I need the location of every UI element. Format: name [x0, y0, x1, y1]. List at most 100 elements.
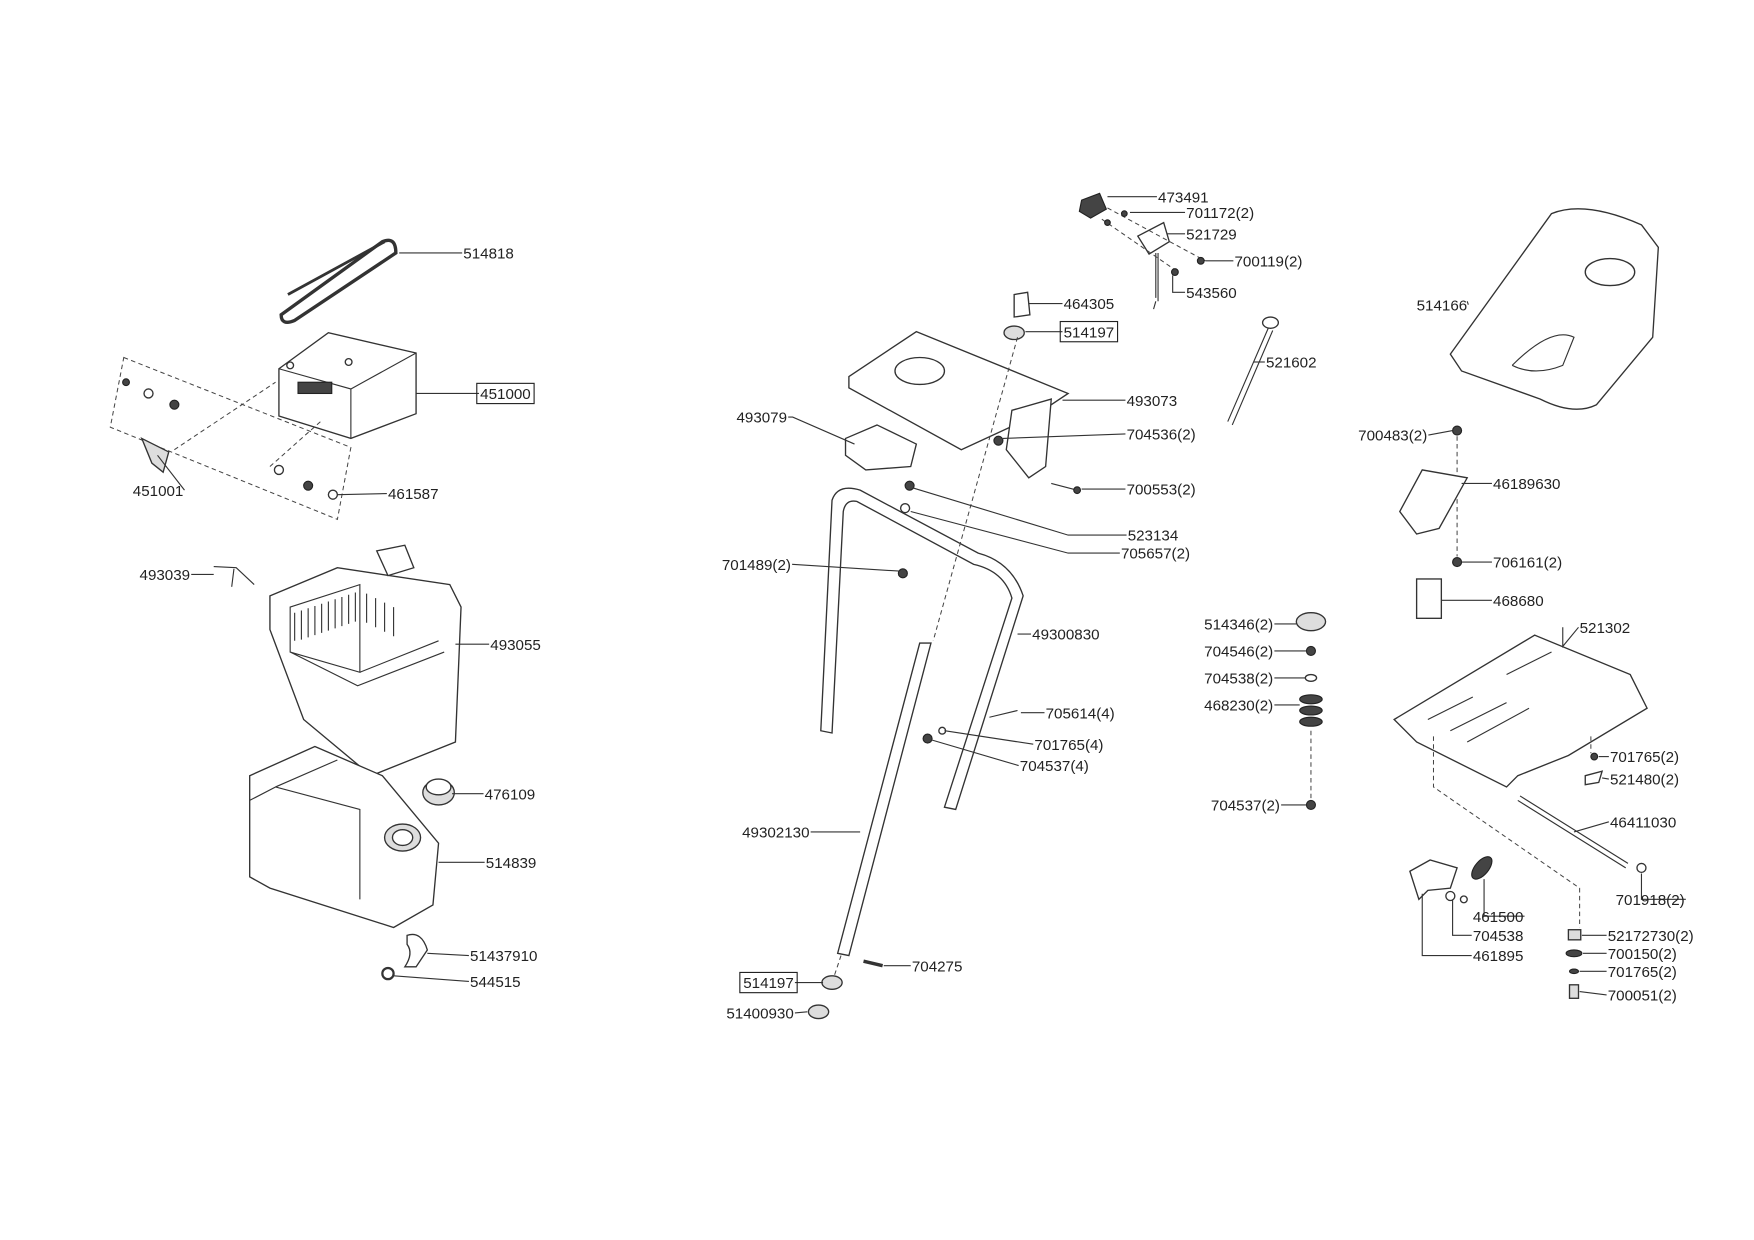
part-label-704546[interactable]: 704546(2) — [1204, 644, 1273, 661]
leader-line — [788, 416, 855, 445]
leader-line — [1466, 301, 1469, 305]
bracket-493079 — [844, 424, 918, 471]
steering-handle-49300830 — [820, 487, 1024, 811]
seat-514166 — [1449, 208, 1660, 410]
leader-line — [1483, 879, 1525, 917]
leader-line — [794, 1011, 808, 1014]
part-label-700150[interactable]: 700150(2) — [1608, 946, 1677, 963]
part-label-700119[interactable]: 700119(2) — [1234, 253, 1302, 270]
part-label-493039[interactable]: 493039 — [140, 567, 191, 584]
part-label-476109[interactable]: 476109 — [485, 786, 536, 803]
part-label-49300830[interactable]: 49300830 — [1032, 627, 1099, 644]
leader-line — [1452, 899, 1472, 936]
part-label-704275[interactable]: 704275 — [912, 958, 963, 975]
clip-493039 — [213, 566, 255, 587]
part-label-514197-bottom[interactable]: 514197 — [743, 975, 794, 992]
seat-spring-stack — [1295, 612, 1327, 810]
hose-clamp-544515 — [381, 966, 395, 981]
steering-column-49302130 — [829, 337, 1019, 990]
seat-lever-461895 — [1409, 856, 1493, 904]
part-label-701172[interactable]: 701172(2) — [1186, 205, 1254, 222]
seat-switch-assembly — [1398, 425, 1469, 619]
part-label-451001[interactable]: 451001 — [133, 483, 184, 500]
part-label-46189630[interactable]: 46189630 — [1493, 476, 1560, 493]
choke-cable-521602 — [1227, 316, 1280, 426]
fuel-hose-51437910 — [403, 933, 429, 968]
part-label-706161[interactable]: 706161(2) — [1493, 555, 1562, 572]
part-label-468680[interactable]: 468680 — [1493, 593, 1544, 610]
part-label-514197-top[interactable]: 514197 — [1064, 324, 1115, 341]
part-label-704538[interactable]: 704538 — [1473, 928, 1524, 945]
part-label-704537-2[interactable]: 704537(2) — [1211, 798, 1280, 815]
part-label-521729[interactable]: 521729 — [1186, 226, 1237, 243]
part-label-473491[interactable]: 473491 — [1158, 189, 1209, 206]
part-label-521480[interactable]: 521480(2) — [1610, 772, 1679, 789]
part-label-514818[interactable]: 514818 — [463, 246, 514, 263]
part-label-51437910[interactable]: 51437910 — [470, 948, 537, 965]
part-label-514839[interactable]: 514839 — [486, 855, 537, 872]
steering-plate-493073 — [848, 330, 1070, 479]
part-label-49302130[interactable]: 49302130 — [742, 825, 809, 842]
part-label-705614[interactable]: 705614(4) — [1046, 705, 1115, 722]
part-label-461500[interactable]: 461500 — [1473, 909, 1524, 926]
battery-strap-514818 — [279, 238, 398, 324]
part-label-493073[interactable]: 493073 — [1127, 393, 1178, 410]
part-label-468230[interactable]: 468230(2) — [1204, 697, 1273, 714]
nut-51400930 — [807, 1004, 830, 1020]
leader-line — [1002, 433, 1126, 440]
part-label-705657[interactable]: 705657(2) — [1121, 546, 1190, 563]
part-label-521302[interactable]: 521302 — [1580, 620, 1631, 637]
part-label-704536[interactable]: 704536(2) — [1127, 427, 1196, 444]
leader-line — [1562, 626, 1579, 648]
battery-terminal-hardware — [109, 356, 352, 521]
part-label-701765-4[interactable]: 701765(4) — [1034, 737, 1103, 754]
leader-line — [930, 739, 1019, 767]
part-label-701489[interactable]: 701489(2) — [722, 557, 791, 574]
part-label-521602[interactable]: 521602 — [1266, 355, 1317, 372]
knob-473491 — [1078, 192, 1108, 219]
terminal-cover-451001 — [140, 437, 170, 474]
bearing-514197-bottom — [821, 975, 843, 990]
part-label-461895[interactable]: 461895 — [1473, 948, 1524, 965]
part-label-704538-2[interactable]: 704538(2) — [1204, 671, 1273, 688]
part-label-514346[interactable]: 514346(2) — [1204, 617, 1273, 634]
bushing-464305 — [1013, 291, 1031, 318]
leader-line — [944, 730, 1034, 745]
part-label-52172730[interactable]: 52172730(2) — [1608, 928, 1694, 945]
leader-line — [393, 975, 469, 982]
leader-line — [1172, 275, 1186, 293]
part-label-543560[interactable]: 543560 — [1186, 285, 1237, 302]
bolts-middle — [863, 435, 1082, 968]
bearing-514197-top — [1003, 325, 1025, 341]
part-label-701765-a[interactable]: 701765(2) — [1610, 749, 1679, 766]
part-label-700553[interactable]: 700553(2) — [1127, 482, 1196, 499]
part-label-544515[interactable]: 544515 — [470, 974, 521, 991]
part-label-464305[interactable]: 464305 — [1064, 296, 1115, 313]
part-label-46411030[interactable]: 46411030 — [1610, 814, 1676, 831]
part-label-700051[interactable]: 700051(2) — [1608, 988, 1677, 1005]
leader-line — [1428, 430, 1453, 436]
part-label-493079[interactable]: 493079 — [736, 410, 787, 427]
part-label-523134[interactable]: 523134 — [1128, 528, 1179, 545]
part-label-701765-b[interactable]: 701765(2) — [1608, 964, 1677, 981]
battery-451000 — [278, 332, 417, 440]
part-label-700483[interactable]: 700483(2) — [1358, 428, 1427, 445]
leader-line — [337, 492, 387, 496]
fuel-neck — [383, 823, 422, 852]
part-label-51400930[interactable]: 51400930 — [726, 1006, 793, 1023]
part-label-701918[interactable]: 701918(2) — [1616, 892, 1685, 909]
leader-line — [1421, 893, 1472, 957]
leader-line — [910, 510, 1120, 554]
part-label-451000[interactable]: 451000 — [480, 386, 531, 403]
leader-line — [427, 952, 469, 957]
label-box — [1059, 320, 1119, 343]
part-label-514166[interactable]: 514166 — [1417, 297, 1468, 314]
leader-line — [157, 454, 185, 491]
label-box — [476, 382, 535, 405]
seat-rod-46411030 — [1517, 795, 1629, 869]
leader-line — [1640, 873, 1686, 900]
part-label-493055[interactable]: 493055 — [490, 637, 541, 654]
part-label-704537-4[interactable]: 704537(4) — [1020, 758, 1089, 775]
part-label-461587[interactable]: 461587 — [388, 486, 439, 503]
